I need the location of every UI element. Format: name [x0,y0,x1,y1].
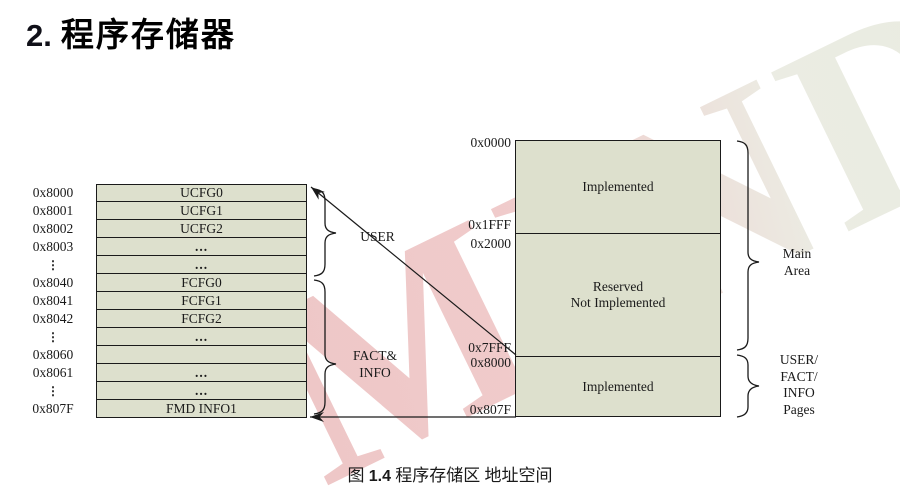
row-cell: UCFG1 [96,201,307,220]
row-cell: FCFG2 [96,309,307,328]
row-cell: ... [96,237,307,256]
row-cell: FCFG1 [96,291,307,310]
table-row: 0x8041 FCFG1 [33,291,307,310]
pages-brace [736,354,760,418]
row-address: 0x8060 [32,347,74,362]
row-cell: UCFG0 [96,184,307,202]
row-address: 0x8003 [32,239,74,254]
section-number: 2. [26,18,52,53]
fact-info-region-label: FACT& INFO [344,347,406,381]
row-address: 0x8002 [32,221,74,236]
block-address: 0x8000 [470,355,512,370]
block-address: 0x7FFF [468,340,511,355]
main-implemented-section: Implemented [516,141,720,233]
config-pages-table: 0x8000 UCFG0 0x8001 UCFG1 0x8002 UCFG2 0… [32,184,307,418]
table-row: 0x8003 ... [33,237,307,256]
table-row: 0x8060 [33,345,307,364]
pages-label-line1: USER/ [779,352,819,367]
reserved-section: Reserved Not Implemented [516,233,720,356]
table-row: 0x8001 UCFG1 [33,201,307,220]
main-area-line1: Main [782,246,812,261]
table-row: 0x8042 FCFG2 [33,309,307,328]
block-address: 0x1FFF [468,217,511,232]
row-address: 0x8001 [32,203,74,218]
row-address: 0x8000 [32,185,74,200]
row-cell: ... [96,255,307,274]
caption-number: 1.4 [368,468,391,485]
row-cell [96,345,307,364]
section-label: Implemented [582,179,654,194]
row-cell: ... [96,381,307,400]
row-cell: FMD INFO1 [96,399,307,418]
caption-text: 程序存储区 地址空间 [395,466,553,485]
main-area-line2: Area [783,263,811,278]
section-label-line2: Not Implemented [570,295,666,310]
main-area-label: Main Area [768,245,826,279]
figure-caption: 图 1.4 程序存储区 地址空间 [0,461,900,486]
pages-implemented-section: Implemented [516,356,720,416]
row-cell: ... [96,327,307,346]
table-row: 0x8061 ... [33,363,307,382]
row-address: 0x8042 [32,311,74,326]
user-fact-info-pages-label: USER/ FACT/ INFO Pages [766,352,832,418]
fact-label-line2: INFO [359,365,391,380]
row-address-ellipsis: ⋮ [47,329,59,344]
table-row: ⋮ ... [47,381,307,400]
block-address: 0x2000 [470,236,512,251]
row-cell: FCFG0 [96,273,307,292]
table-row: 0x8000 UCFG0 [33,184,307,202]
block-address: 0x0000 [470,135,512,150]
row-address: 0x8040 [32,275,74,290]
section-label: Implemented [582,378,654,394]
pages-label-line2: FACT/ [780,368,818,384]
row-address-ellipsis: ⋮ [47,383,59,398]
row-cell: UCFG2 [96,219,307,238]
section-title: 程序存储器 [60,18,236,54]
table-row: ⋮ ... [47,327,307,346]
row-address-ellipsis: ⋮ [47,257,59,272]
row-cell: ... [96,363,307,382]
pages-label-line4: Pages [783,401,815,417]
table-row: 0x8002 UCFG2 [33,219,307,238]
section-label-line1: Reserved [592,279,644,294]
fact-label-line1: FACT& [352,348,397,363]
row-address: 0x8061 [32,365,74,380]
table-row: 0x8040 FCFG0 [33,273,307,292]
pages-label-line3: INFO [783,385,815,400]
block-address: 0x807F [469,402,511,417]
user-region-label: USER [360,229,395,244]
table-row: ⋮ ... [47,255,307,274]
row-address: 0x8041 [32,293,74,308]
memory-map-block: Implemented Reserved Not Implemented Imp… [515,140,721,417]
page-title: 2. 程序存储器 [26,8,236,56]
caption-prefix: 图 [347,466,365,485]
table-row: 0x807F FMD INFO1 [32,399,307,418]
row-address: 0x807F [32,401,74,416]
